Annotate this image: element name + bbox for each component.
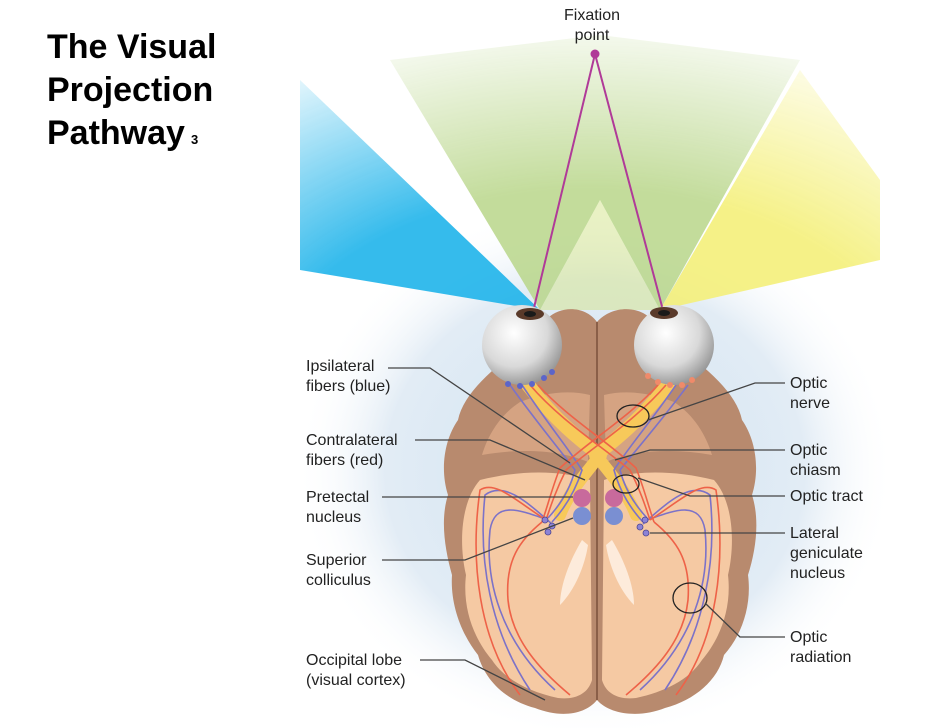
ipsi-right-fiber-2	[613, 384, 677, 523]
leader-superior	[382, 517, 574, 561]
right-eye	[634, 305, 714, 388]
superior-label-line-2: colliculus	[306, 572, 371, 589]
right-pupil	[658, 310, 670, 316]
title-line-1: The Visual	[47, 28, 217, 66]
contra-left-eye-fiber-2	[537, 384, 655, 523]
contralateral-fibers	[475, 384, 721, 696]
chiasm-label-line-2: chiasm	[790, 462, 841, 479]
visual-fields	[300, 35, 880, 310]
title-line-2: Projection	[47, 71, 214, 109]
ipsi-right-fiber-1	[619, 384, 689, 519]
leader-tract	[637, 477, 785, 497]
optic-nerve-label: Optic nerve	[790, 374, 830, 414]
superior-colliculus-label: Superior colliculus	[306, 551, 371, 591]
tract-label-line-1: Optic tract	[790, 488, 863, 505]
contra-right-radiation-1	[649, 486, 721, 696]
contra-left-radiation-2	[506, 521, 571, 696]
leader-contralateral	[415, 439, 586, 481]
left-retina-cells	[505, 369, 555, 389]
ipsi-left-radiation-1	[488, 509, 556, 691]
fixation-label-line-2: point	[574, 27, 610, 44]
optic-nerve-label-line-2: nerve	[790, 395, 831, 412]
contra-right-radiation-2	[625, 521, 690, 696]
occipital-label-line-1: Occipital lobe	[306, 652, 403, 669]
page-title: The Visual Projection Pathway 3	[47, 26, 216, 161]
lgn-label-line-1: Lateral	[790, 525, 839, 542]
lgn-label-line-3: nucleus	[790, 565, 846, 582]
ipsilateral-label: Ipsilateral fibers (blue)	[306, 357, 390, 397]
optic-nerve-label-line-1: Optic	[790, 375, 828, 392]
optic-radiation-label: Optic radiation	[790, 628, 851, 668]
left-pupil	[524, 311, 536, 317]
superior-colliculus-left	[573, 507, 591, 525]
right-visual-field	[660, 70, 880, 310]
fixation-label-line-1: Fixation	[564, 7, 621, 24]
chiasm-label-line-1: Optic	[790, 442, 828, 459]
pretectal-label-line-1: Pretectal	[306, 489, 370, 506]
pretectal-nucleus-left	[573, 489, 591, 507]
ipsilateral-label-line-2: fibers (blue)	[306, 378, 391, 395]
ipsi-right-radiation-1	[639, 509, 707, 691]
ipsi-left-radiation-2	[482, 489, 553, 691]
left-visual-field	[300, 80, 540, 310]
superior-colliculus-right	[605, 507, 623, 525]
left-eye	[482, 305, 562, 389]
occipital-lobe-label: Occipital lobe (visual cortex)	[306, 651, 406, 691]
ipsi-left-fiber-2	[521, 384, 583, 523]
contra-left-radiation-1	[475, 486, 547, 696]
title-subscript: 3	[190, 132, 199, 147]
leader-ipsilateral	[388, 367, 571, 464]
left-sight-line	[531, 53, 596, 317]
right-sight-line	[594, 53, 665, 315]
pretectal-nucleus-right	[605, 489, 623, 507]
brain-inner-left	[462, 472, 592, 699]
optic-chiasm-label: Optic chiasm	[790, 441, 841, 481]
lgn-right	[636, 516, 650, 537]
pretectal-label-line-2: nucleus	[306, 509, 362, 526]
ipsilateral-label-line-1: Ipsilateral	[306, 358, 375, 375]
ventricle-right	[606, 540, 634, 605]
leader-radiation	[704, 602, 785, 638]
radiation-label-line-1: Optic	[790, 629, 828, 646]
contralateral-label: Contralateral fibers (red)	[306, 431, 398, 471]
fixation-point-label: Fixation point	[564, 6, 620, 46]
ventricle-left	[560, 540, 588, 605]
leader-chiasm	[614, 449, 785, 461]
contra-left-eye-fiber-1	[529, 384, 651, 521]
contralateral-label-line-1: Contralateral	[306, 432, 398, 449]
left-eyeball	[482, 305, 562, 385]
optic-tract-callout	[612, 474, 640, 494]
ipsi-right-radiation-2	[642, 489, 713, 691]
optic-radiation-callout	[672, 582, 708, 614]
contra-right-eye-fiber-1	[545, 384, 667, 521]
title-line-3-text: Pathway	[47, 114, 185, 152]
title-line-3: Pathway 3	[47, 112, 216, 161]
optic-nerve-callout	[616, 404, 650, 428]
radiation-label-line-2: radiation	[790, 649, 852, 666]
contralateral-label-line-2: fibers (red)	[306, 452, 384, 469]
ipsi-left-fiber-1	[509, 384, 576, 519]
brain-inner-right	[602, 472, 732, 699]
occipital-label-line-2: (visual cortex)	[306, 672, 406, 689]
right-retina-cells	[645, 373, 695, 388]
leader-lines	[382, 367, 785, 701]
fixation-point-dot	[590, 49, 600, 59]
leader-optic-nerve	[647, 382, 785, 421]
brain	[443, 309, 757, 714]
optic-tract-label: Optic tract	[790, 487, 863, 507]
ipsilateral-fibers	[482, 384, 713, 691]
lgn-label-line-2: geniculate	[790, 545, 863, 562]
pretectal-label: Pretectal nucleus	[306, 488, 369, 528]
leader-occipital	[420, 659, 546, 701]
superior-label-line-1: Superior	[306, 552, 367, 569]
right-eyeball	[634, 305, 714, 385]
overlap-field	[540, 200, 660, 310]
central-visual-field	[390, 35, 800, 310]
lateral-geniculate-label: Lateral geniculate nucleus	[790, 524, 863, 584]
